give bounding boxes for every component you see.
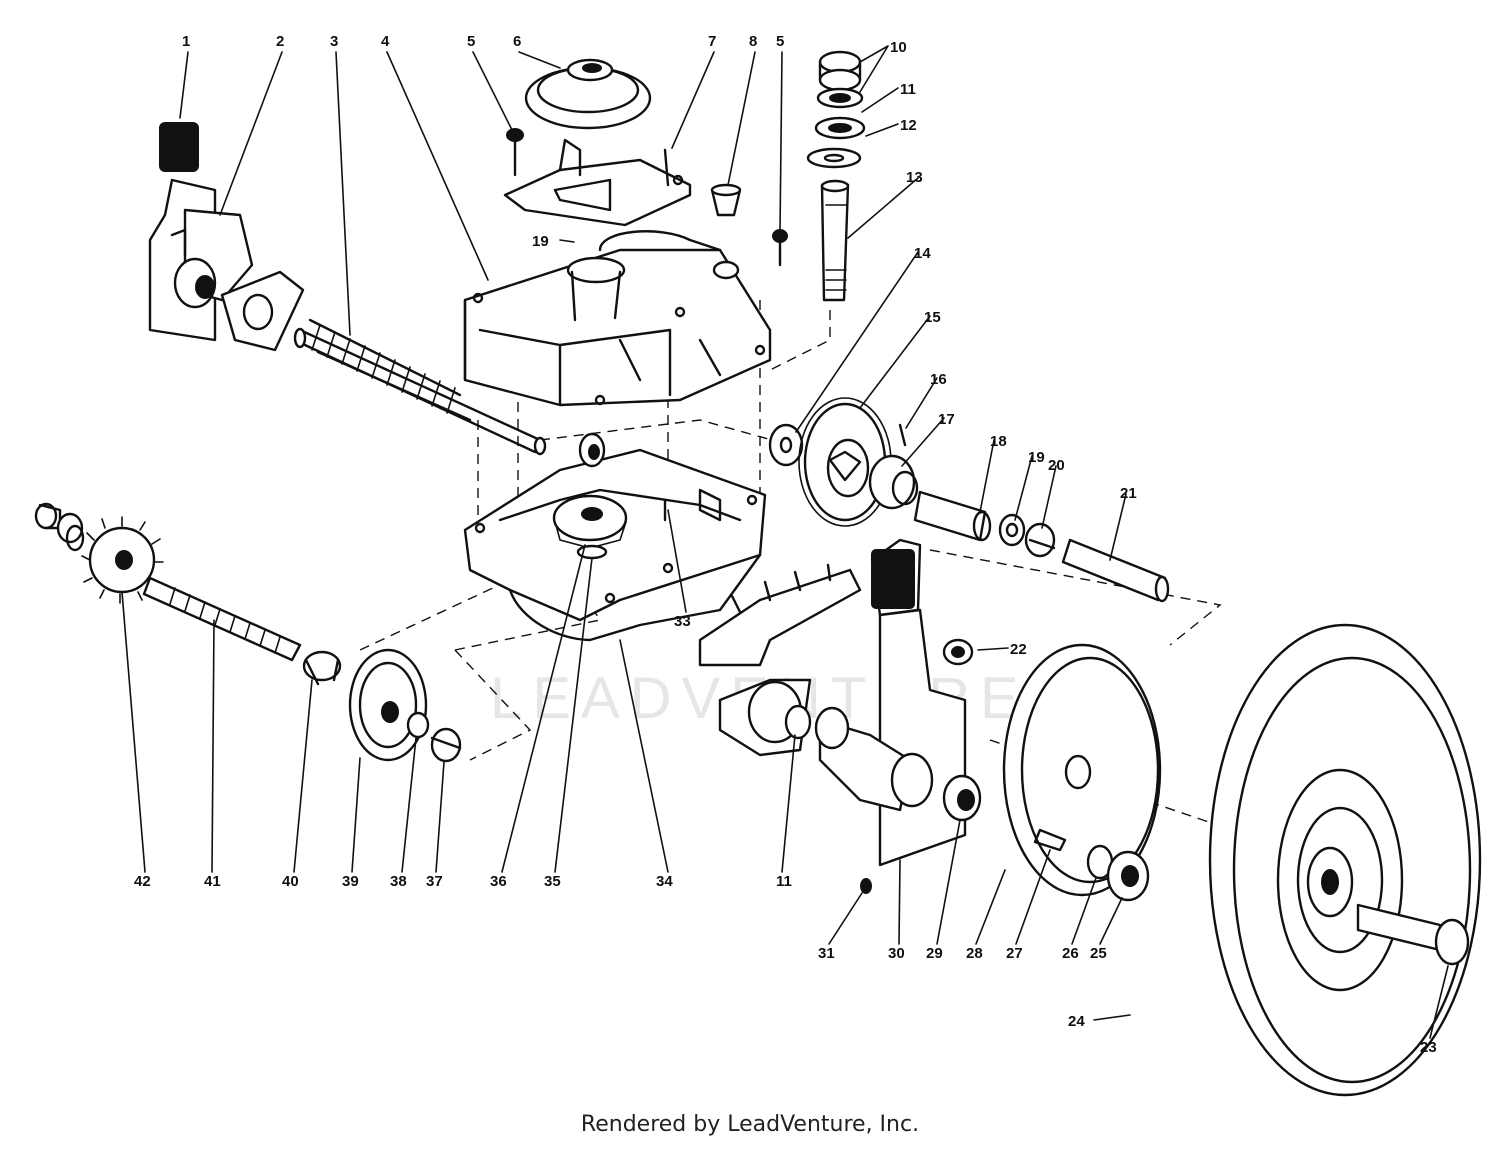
callout-19: 19 — [1028, 449, 1045, 466]
height-adjust-assembly — [698, 538, 982, 894]
pulley-and-bracket — [503, 58, 692, 227]
footer-credit: Rendered by LeadVenture, Inc. — [580, 1112, 920, 1137]
lever-grip — [159, 122, 199, 172]
callout-38: 38 — [390, 873, 407, 890]
callout-34: 34 — [656, 873, 673, 890]
shift-lever-assembly — [148, 122, 305, 352]
screws-and-bushing — [506, 128, 788, 267]
callout-17: 17 — [938, 411, 955, 428]
callout-42: 42 — [134, 873, 151, 890]
callout-31: 31 — [818, 945, 835, 962]
gear-case-upper — [463, 230, 772, 407]
callout-12: 12 — [900, 117, 917, 134]
callout-1: 1 — [182, 33, 190, 50]
callout-7: 7 — [708, 33, 716, 50]
callout-28: 28 — [966, 945, 983, 962]
callout-5b: 5 — [776, 33, 784, 50]
callout-22: 22 — [1010, 641, 1027, 658]
callout-37: 37 — [426, 873, 443, 890]
callout-27: 27 — [1006, 945, 1023, 962]
callout-26: 26 — [1062, 945, 1079, 962]
callout-4: 4 — [381, 33, 390, 50]
callout-40: 40 — [282, 873, 299, 890]
callout-18: 18 — [990, 433, 1007, 450]
callout-2: 2 — [276, 33, 284, 50]
arm-grip — [871, 549, 915, 609]
callout-30: 30 — [888, 945, 905, 962]
bearing-stack-and-shaft — [806, 50, 866, 302]
callout-8: 8 — [749, 33, 757, 50]
callout-16: 16 — [930, 371, 947, 388]
callout-5: 5 — [467, 33, 475, 50]
callout-11: 11 — [900, 81, 916, 98]
callout-14: 14 — [914, 245, 931, 262]
callout-24: 24 — [1068, 1013, 1085, 1030]
callout-labels: 1 2 3 4 5 6 7 8 5 10 11 12 13 14 15 16 1… — [134, 33, 1437, 1056]
axle-shaft-assembly — [34, 502, 462, 763]
callout-35: 35 — [544, 873, 561, 890]
callout-11b: 11 — [776, 873, 792, 890]
callout-23: 23 — [1420, 1039, 1437, 1056]
callout-36: 36 — [490, 873, 507, 890]
callout-25: 25 — [1090, 945, 1107, 962]
callout-20: 20 — [1048, 457, 1065, 474]
worm-shaft — [293, 318, 547, 456]
callout-19b: 19 — [532, 233, 549, 250]
callout-41: 41 — [204, 873, 221, 890]
exploded-view-drawing: LEADVENTURE — [34, 33, 1482, 1097]
callout-leader-lines — [121, 45, 1449, 1039]
callout-10: 10 — [890, 39, 907, 56]
callout-3: 3 — [330, 33, 338, 50]
callout-29: 29 — [926, 945, 943, 962]
drive-gear-assembly — [768, 397, 1170, 603]
callout-39: 39 — [342, 873, 359, 890]
callout-13: 13 — [906, 169, 923, 186]
callout-21: 21 — [1120, 485, 1137, 502]
wheel-assembly — [1208, 623, 1482, 1097]
drive-pulley-ring — [1002, 643, 1162, 902]
gear-case-lower — [463, 432, 767, 642]
callout-6: 6 — [513, 33, 521, 50]
callout-15: 15 — [924, 309, 941, 326]
callout-33: 33 — [674, 613, 691, 630]
